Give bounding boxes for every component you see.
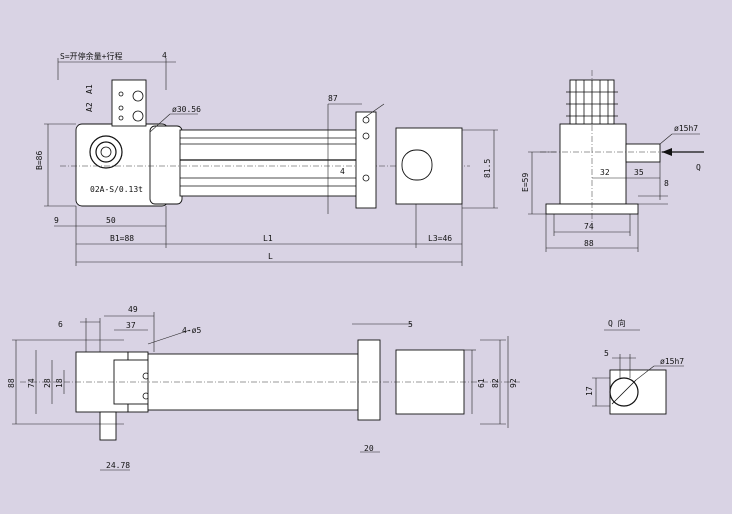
label-phi-15h7-q: ø15h7 (660, 357, 684, 366)
label-q-view: Q 向 (608, 318, 626, 328)
label-dim-81-5: 81.5 (483, 159, 492, 178)
label-dim-5-top: 5 (408, 320, 413, 329)
label-a2: A2 (85, 102, 94, 112)
label-model: 02A-S/0.13t (90, 185, 143, 194)
label-dim-6: 6 (58, 320, 63, 329)
label-dim-9: 9 (54, 216, 59, 225)
label-dim-82: 82 (491, 378, 500, 388)
label-dim-37: 37 (126, 321, 136, 330)
label-dim-4-mid: 4 (340, 167, 345, 176)
label-l1: L1 (263, 234, 273, 243)
label-dim-61: 61 (477, 378, 486, 388)
label-dim-74-left: 74 (27, 378, 36, 388)
q-view (592, 329, 684, 415)
slide-block (355, 111, 377, 209)
pulley-outer (89, 135, 123, 169)
drive-box (111, 79, 147, 127)
label-l: L (268, 252, 273, 261)
label-dim-32: 32 (600, 168, 610, 177)
top-shaft (99, 411, 117, 441)
label-phi-15h7-side: ø15h7 (674, 124, 698, 133)
label-q-arrow: Q (696, 163, 701, 172)
label-dim-88-left: 88 (7, 378, 16, 388)
label-dim-87: 87 (328, 94, 338, 103)
label-dim-18: 18 (55, 378, 64, 388)
label-s-note: S=开停余量+行程 (60, 51, 122, 61)
side-shaft (625, 143, 661, 163)
label-dim-24-78: 24.78 (106, 461, 130, 470)
label-dim-17: 17 (585, 386, 594, 396)
top-slide (357, 339, 381, 421)
carriage (149, 125, 183, 205)
label-dim-28: 28 (43, 378, 52, 388)
label-e-59: E=59 (521, 173, 530, 192)
label-phi-30-56: ø30.56 (172, 105, 201, 114)
label-a1: A1 (85, 84, 94, 94)
top-view (12, 312, 520, 471)
side-body (559, 123, 627, 205)
label-b1-88: B1=88 (110, 234, 134, 243)
label-l3-46: L3=46 (428, 234, 452, 243)
q-shaft-circle (609, 377, 639, 407)
label-dim-74-side: 74 (584, 222, 594, 231)
label-dim-92: 92 (509, 378, 518, 388)
label-dim-4-top: 4 (162, 51, 167, 60)
pulley-inner (95, 141, 117, 163)
label-b-86: B=86 (35, 151, 44, 170)
label-dim-88-side: 88 (584, 239, 594, 248)
label-dim-50: 50 (106, 216, 116, 225)
side-view (528, 70, 704, 252)
label-dim-8: 8 (664, 179, 669, 188)
front-view (44, 58, 498, 266)
label-dim-5-q: 5 (604, 349, 609, 358)
label-holes-4-phi5: 4-ø5 (182, 326, 201, 335)
label-dim-49: 49 (128, 305, 138, 314)
label-dim-20: 20 (364, 444, 374, 453)
label-dim-35: 35 (634, 168, 644, 177)
